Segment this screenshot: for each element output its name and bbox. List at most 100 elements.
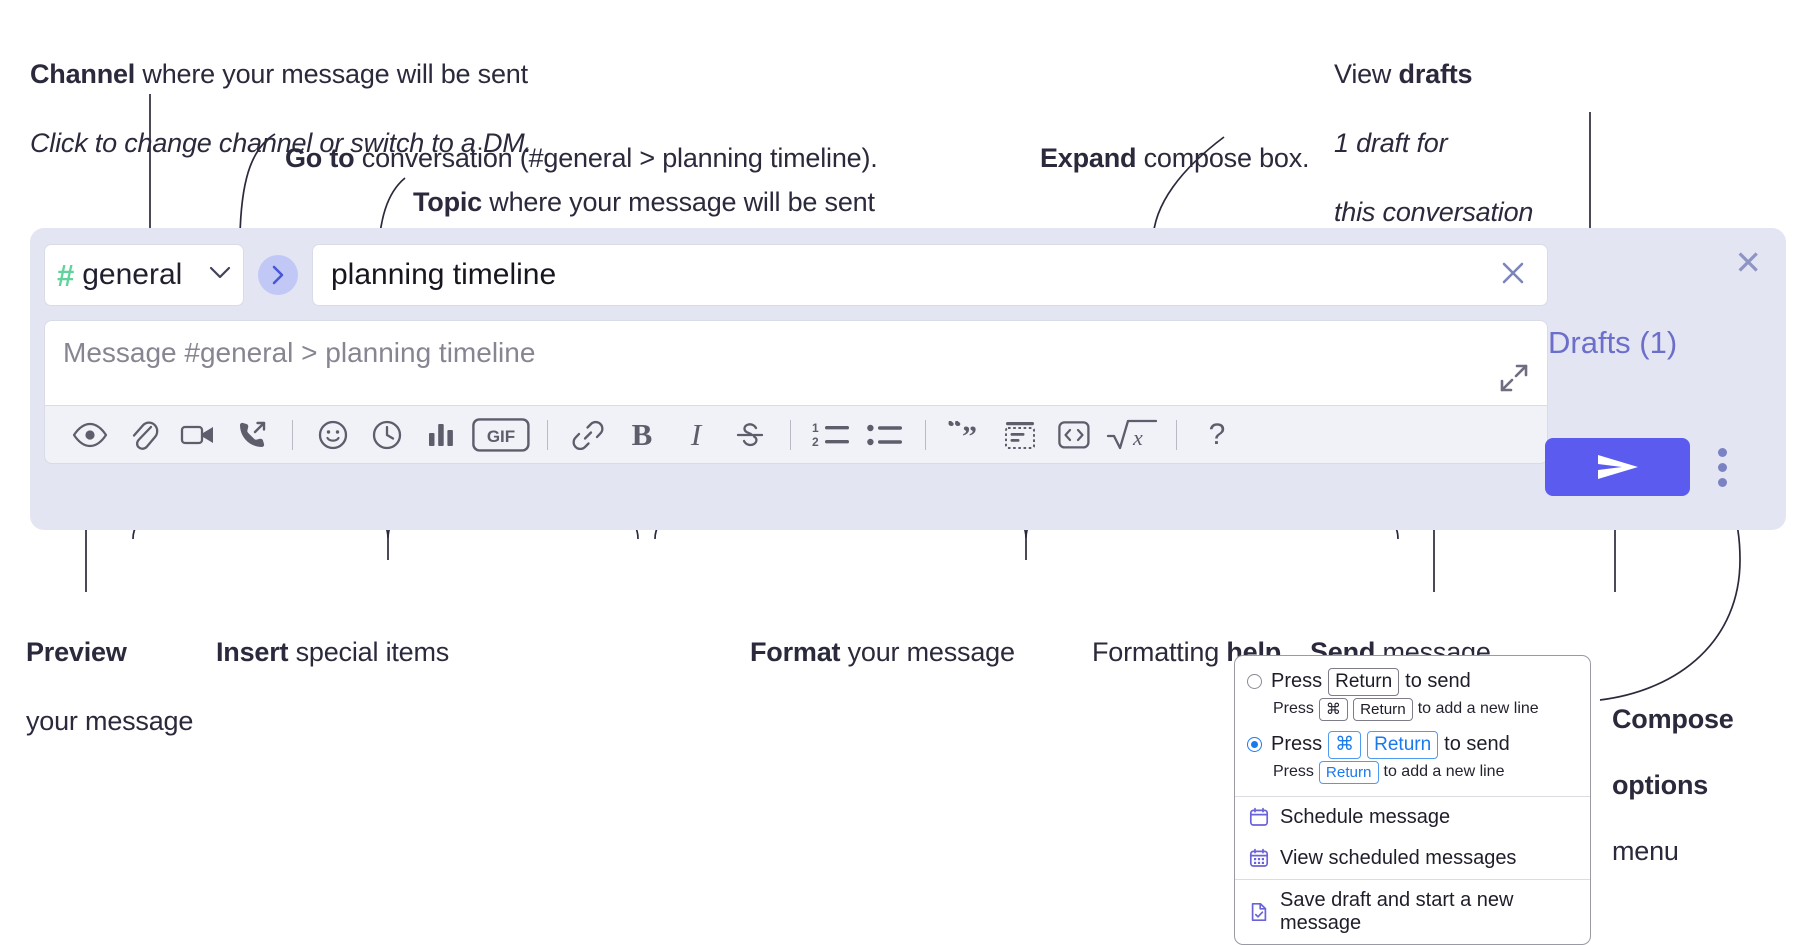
chevron-down-icon bbox=[209, 264, 231, 286]
toolbar-separator bbox=[547, 419, 548, 450]
toolbar-separator bbox=[292, 419, 293, 450]
key-return: Return bbox=[1318, 760, 1379, 784]
hint-post: to add a new line bbox=[1383, 763, 1505, 780]
key-cmd: ⌘ bbox=[1318, 697, 1349, 721]
menu-item-schedule-message[interactable]: Schedule message bbox=[1235, 797, 1590, 838]
save-draft-icon bbox=[1249, 902, 1269, 922]
menu-divider bbox=[1235, 878, 1590, 880]
annotation-topic-rest: where your message will be sent bbox=[482, 186, 875, 217]
annotation-drafts-line1-normal: View bbox=[1334, 58, 1399, 89]
key-return: Return bbox=[1328, 668, 1400, 696]
key-return: Return bbox=[1353, 697, 1413, 721]
math-sqrt-icon[interactable]: x bbox=[1101, 412, 1163, 458]
audio-call-icon[interactable] bbox=[225, 412, 279, 458]
key-return: Return bbox=[1367, 730, 1439, 759]
annotation-goto-bold: Go to bbox=[285, 142, 355, 173]
chevron-right-icon bbox=[272, 265, 284, 285]
clear-topic-icon[interactable] bbox=[1497, 257, 1529, 294]
annotation-channel: Channel where your message will be sent … bbox=[30, 22, 532, 195]
compose-options-button[interactable] bbox=[1718, 448, 1727, 487]
annotation-drafts: View drafts 1 draft for this conversatio… bbox=[1334, 22, 1533, 264]
hash-icon: # bbox=[57, 257, 75, 293]
annotation-insert: Insert special items bbox=[216, 600, 449, 669]
annotation-compose-options-bold1: Compose bbox=[1612, 703, 1734, 734]
annotation-format-rest: your message bbox=[840, 636, 1015, 667]
annotation-topic: Topic where your message will be sent bbox=[413, 150, 875, 219]
bulleted-list-icon[interactable] bbox=[858, 412, 912, 458]
bold-icon[interactable]: B bbox=[631, 416, 653, 452]
channel-name-label: general bbox=[82, 258, 183, 291]
svg-text:1: 1 bbox=[812, 421, 819, 435]
menu-item-label: View scheduled messages bbox=[1280, 846, 1517, 869]
annotation-expand-bold: Expand bbox=[1040, 142, 1137, 173]
send-shortcut-options: Press Return to send Press ⌘ Return to a… bbox=[1235, 656, 1590, 796]
radio-cmd-return[interactable] bbox=[1247, 737, 1262, 753]
annotation-preview: Preview your message bbox=[26, 600, 193, 773]
option-cmd-return-pre: Press bbox=[1271, 733, 1323, 756]
calendar-schedule-icon bbox=[1249, 807, 1269, 827]
strikethrough-icon[interactable] bbox=[723, 412, 777, 458]
code-block-icon[interactable] bbox=[993, 412, 1047, 458]
menu-item-view-scheduled-messages[interactable]: View scheduled messages bbox=[1235, 838, 1590, 879]
clock-icon[interactable] bbox=[360, 412, 414, 458]
italic-icon[interactable]: I bbox=[690, 416, 702, 452]
link-icon[interactable] bbox=[561, 412, 615, 458]
hint-pre: Press bbox=[1273, 763, 1314, 780]
compose-options-menu: Press Return to send Press ⌘ Return to a… bbox=[1234, 655, 1591, 945]
help-icon[interactable]: ? bbox=[1208, 417, 1226, 451]
gif-icon[interactable]: GIF bbox=[468, 412, 534, 458]
svg-text:”: ” bbox=[962, 421, 977, 449]
option-press-cmd-return[interactable]: Press ⌘ Return to send bbox=[1247, 730, 1578, 759]
emoji-icon[interactable] bbox=[306, 412, 360, 458]
hint-pre: Press bbox=[1273, 700, 1314, 718]
annotation-drafts-line2: 1 draft for bbox=[1334, 127, 1448, 158]
option-return-hint: Press ⌘ Return to add a new line bbox=[1273, 697, 1578, 721]
code-icon[interactable] bbox=[1047, 412, 1101, 458]
key-cmd: ⌘ bbox=[1328, 730, 1362, 759]
attachment-icon[interactable] bbox=[117, 412, 171, 458]
annotation-channel-rest: where your message will be sent bbox=[135, 58, 528, 89]
svg-text:2: 2 bbox=[812, 435, 819, 449]
toolbar-separator bbox=[1176, 419, 1177, 450]
svg-text:GIF: GIF bbox=[487, 427, 515, 446]
option-cmd-return-hint: Press Return to add a new line bbox=[1273, 760, 1578, 784]
menu-item-save-draft[interactable]: Save draft and start a new message bbox=[1235, 880, 1590, 944]
topic-field[interactable]: planning timeline bbox=[312, 244, 1548, 306]
annotation-insert-bold: Insert bbox=[216, 636, 289, 667]
channel-selector[interactable]: # general bbox=[44, 244, 244, 306]
send-button[interactable] bbox=[1545, 438, 1690, 496]
dot bbox=[1718, 448, 1727, 457]
annotation-goto-rest: conversation (#general > planning timeli… bbox=[354, 142, 878, 173]
radio-return[interactable] bbox=[1247, 674, 1262, 690]
send-paper-plane-icon bbox=[1597, 455, 1638, 479]
blockquote-icon[interactable]: “ ” bbox=[939, 412, 993, 458]
option-return-post: to send bbox=[1405, 670, 1471, 693]
option-press-return[interactable]: Press Return to send bbox=[1247, 668, 1578, 696]
preview-icon[interactable] bbox=[63, 412, 117, 458]
annotation-drafts-line1-bold: drafts bbox=[1398, 58, 1473, 89]
annotation-help-normal: Formatting bbox=[1092, 636, 1227, 667]
annotation-preview-rest: your message bbox=[26, 705, 194, 736]
topic-value: planning timeline bbox=[331, 258, 557, 291]
close-icon[interactable]: ✕ bbox=[1734, 244, 1762, 281]
poll-bar-chart-icon[interactable] bbox=[414, 412, 468, 458]
annotation-format-bold: Format bbox=[750, 636, 841, 667]
menu-divider bbox=[1235, 795, 1590, 797]
annotation-format: Format your message bbox=[750, 600, 1015, 669]
ordered-list-icon[interactable]: 1 2 bbox=[804, 412, 858, 458]
goto-conversation-button[interactable] bbox=[258, 255, 298, 295]
video-camera-icon[interactable] bbox=[171, 412, 225, 458]
drafts-link[interactable]: Drafts (1) bbox=[1548, 325, 1678, 360]
annotation-topic-bold: Topic bbox=[413, 186, 482, 217]
menu-item-label: Schedule message bbox=[1280, 805, 1451, 828]
dot bbox=[1718, 463, 1727, 472]
annotation-compose-options: Compose options menu bbox=[1612, 670, 1734, 901]
toolbar-separator bbox=[925, 419, 926, 450]
annotation-compose-options-rest: menu bbox=[1612, 835, 1679, 866]
compose-inner: # general planning timeline bbox=[44, 244, 1548, 464]
expand-compose-icon[interactable] bbox=[1497, 361, 1531, 395]
annotation-expand-rest: compose box. bbox=[1136, 142, 1310, 173]
message-input[interactable]: Message #general > planning timeline bbox=[44, 320, 1548, 406]
compose-box: ✕ # general bbox=[30, 228, 1786, 530]
